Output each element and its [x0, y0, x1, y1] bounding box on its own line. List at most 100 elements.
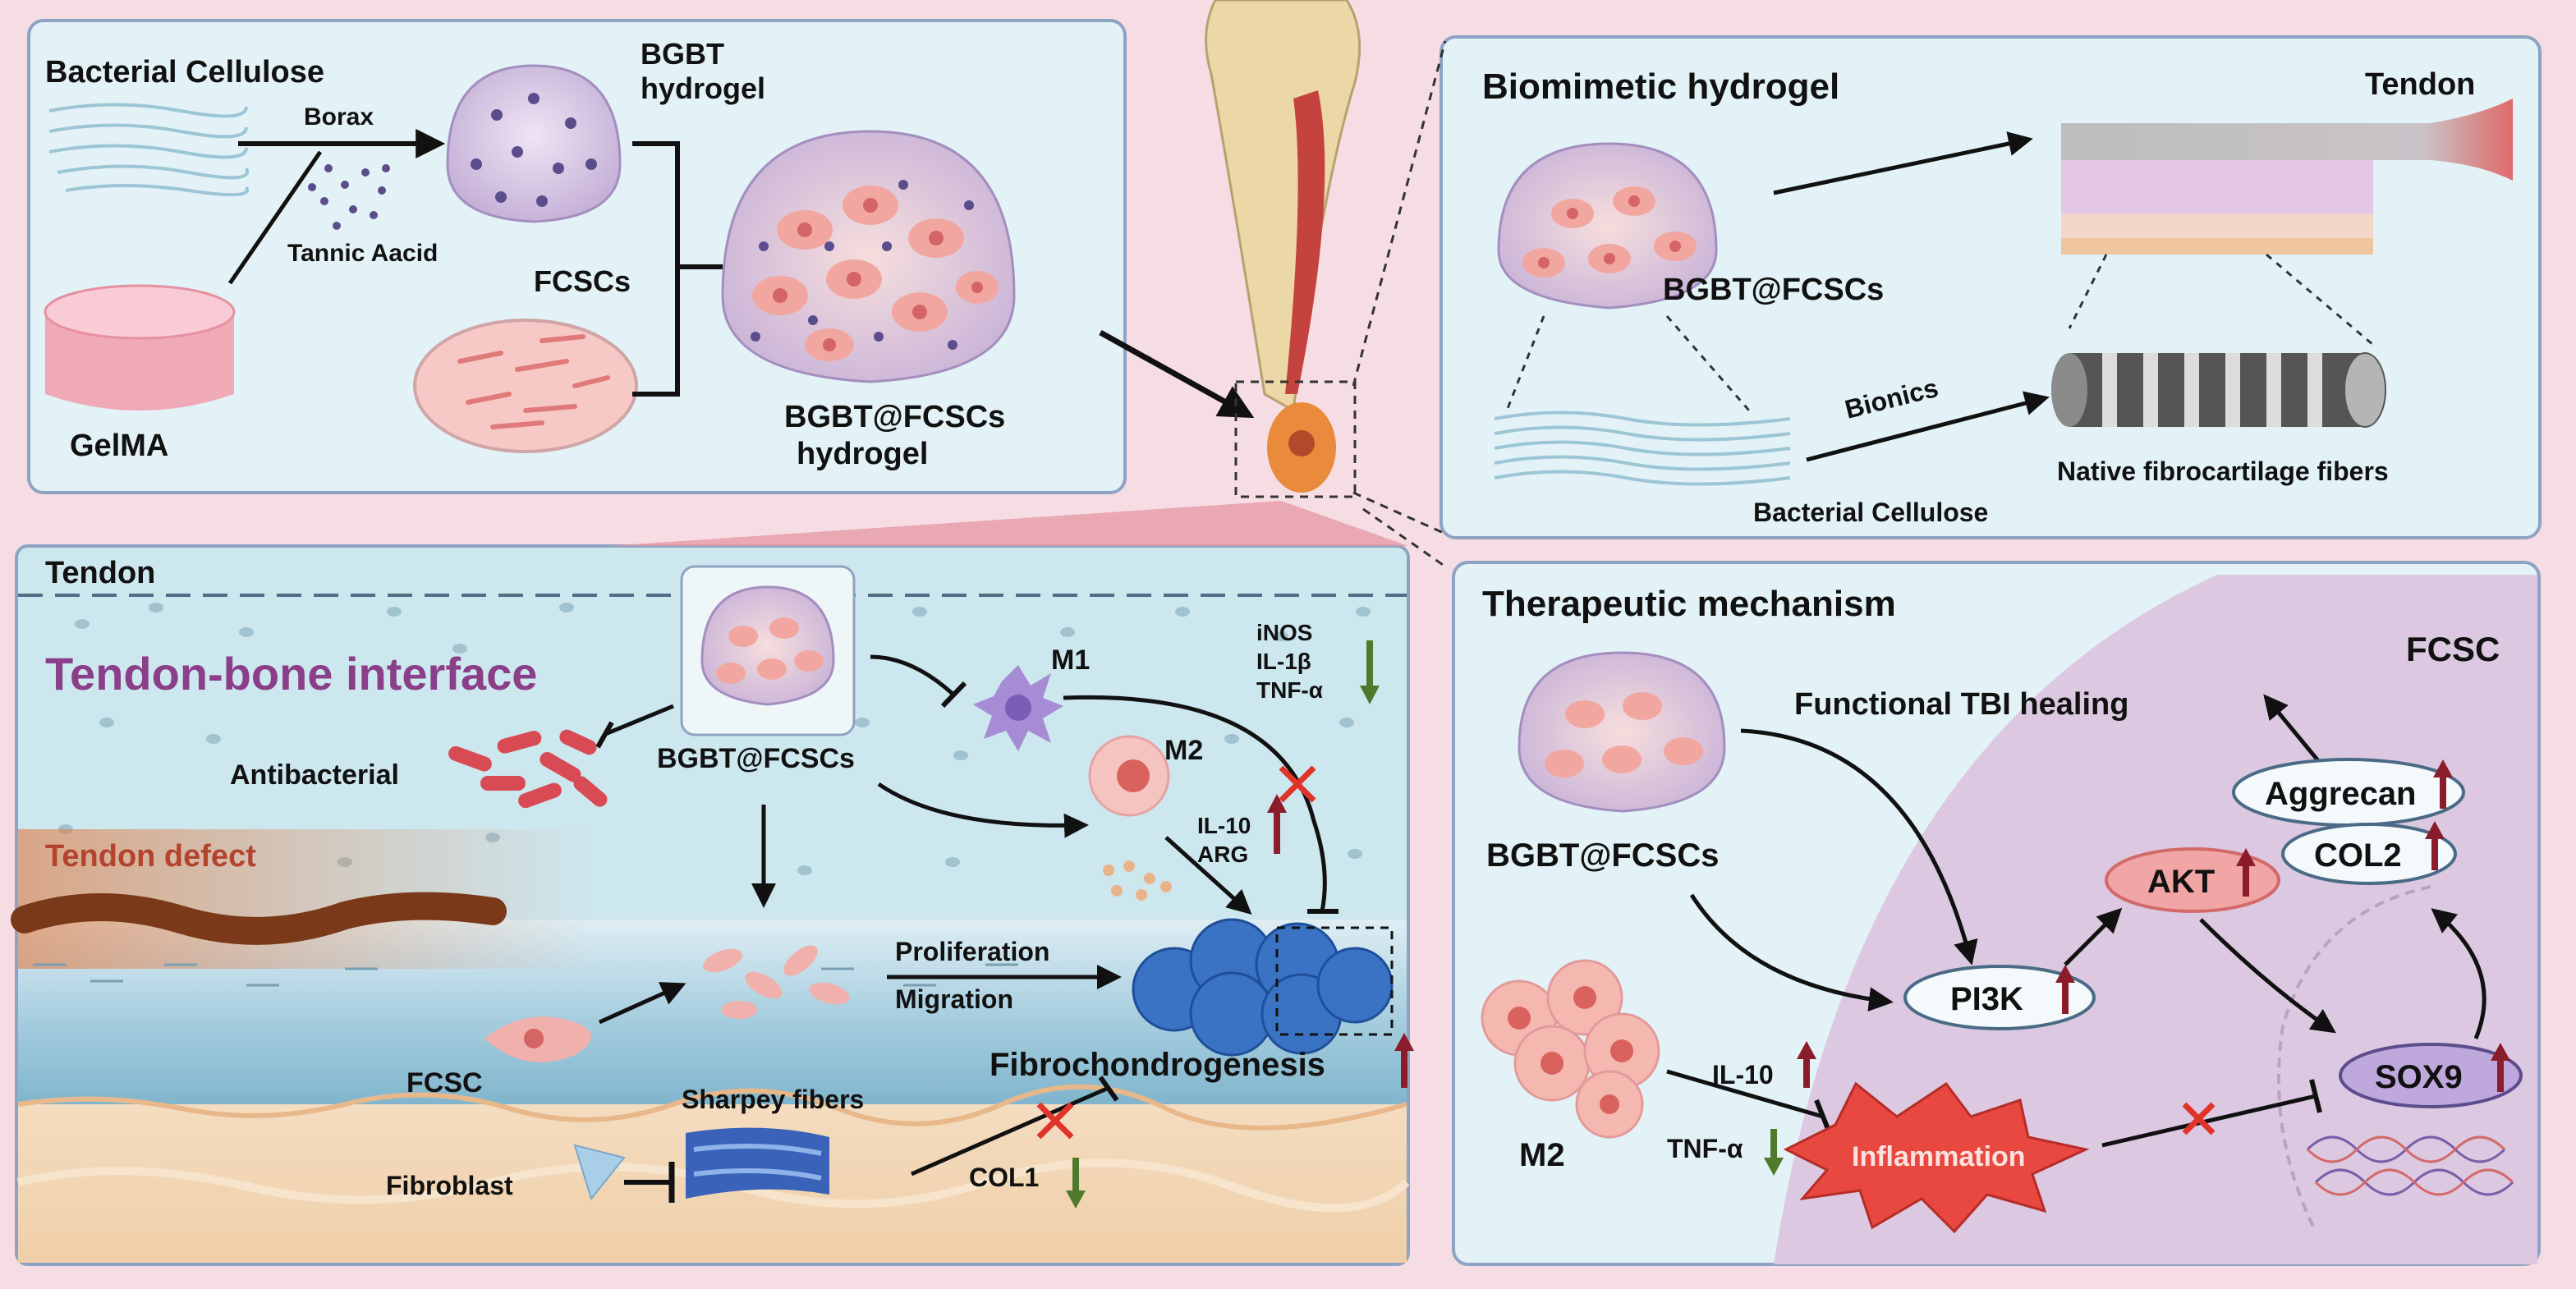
label-m2-mech: M2 — [1519, 1137, 1565, 1173]
fibro-up-arrow-head — [1394, 1033, 1414, 1051]
arrow-to-tendon — [1773, 131, 2033, 195]
hydrogel-box-cells — [716, 617, 824, 684]
zoom-box — [1234, 380, 1357, 498]
cellulose-fibers-illustration — [48, 103, 250, 197]
zoom-line — [2068, 254, 2108, 329]
label-inflammation: Inflammation — [1852, 1141, 2026, 1172]
arrow-to-m2 — [877, 782, 1089, 838]
inhibit-m1-line — [870, 654, 954, 695]
biomimetic-title: Biomimetic hydrogel — [1482, 67, 1839, 107]
fcsc-fragments — [703, 945, 850, 1019]
label-fcsc-right: FCSC — [2406, 630, 2500, 668]
hydrogel-mechanism-cells — [1545, 692, 1703, 778]
inflammation-burst — [1783, 1081, 2090, 1234]
mechanism-title: Therapeutic mechanism — [1482, 584, 1896, 624]
bgbt-fcscs-hydrogel-illustration — [721, 130, 1016, 383]
label-col2: COL2 — [2314, 837, 2402, 874]
label-fibrochondrogenesis: Fibrochondrogenesis — [990, 1047, 1325, 1083]
col1-down-arrow-head — [1066, 1190, 1086, 1209]
fibrocartilage-cluster-illustration — [1132, 918, 1394, 1057]
sox9-up-arrow-head — [2491, 1043, 2510, 1061]
zoom-line — [1352, 40, 1447, 387]
label-tendon-defect: Tendon defect — [45, 839, 256, 874]
m1-down-arrow-head — [1360, 686, 1380, 704]
label-tendon-bottom: Tendon — [45, 556, 155, 590]
label-fcscs: FCSCs — [534, 264, 631, 298]
arrow-to-healing — [2263, 694, 2326, 769]
pi3k-node — [1903, 965, 2096, 1030]
hydrogel-dots — [751, 180, 974, 350]
m2-secretion-dots — [1103, 860, 1172, 901]
col1-x-mark — [1036, 1102, 1074, 1140]
cluster-zoom-box — [1275, 926, 1394, 1036]
hydrogel-small-cells — [1522, 186, 1697, 278]
pi3k-up-arrow-head — [2055, 965, 2075, 983]
arrow-to-knee — [1099, 329, 1255, 419]
fibroblast-illustration — [573, 1144, 626, 1201]
fcscs-dish-illustration — [413, 319, 638, 453]
m1-inhibit-line — [1063, 695, 1327, 912]
inhibit-x-mark — [1279, 765, 1316, 803]
arrow-m2-to-cells — [1164, 836, 1252, 915]
tannic-acid-dots — [308, 164, 390, 230]
col2-up-arrow-head — [2425, 821, 2445, 839]
label-il10-mech: IL-10 — [1712, 1060, 1774, 1089]
fcsc-cell-region — [1774, 575, 2537, 1264]
dna-illustration — [2306, 1135, 2514, 1196]
arrow-hydrogel-pi3k-2 — [1689, 893, 1894, 1012]
label-il1b: IL-1β — [1256, 649, 1311, 674]
bacteria-illustration — [448, 729, 608, 809]
hydrogel-mechanism-illustration — [1518, 651, 1726, 813]
arrow-hydrogel-pi3k — [1740, 728, 1978, 966]
m2-inhibit-inflammation — [1666, 1069, 1824, 1119]
arrow-akt-sox9 — [2199, 918, 2336, 1034]
tendon-layers-illustration — [2061, 99, 2513, 255]
label-result-2: hydrogel — [797, 437, 928, 471]
label-bgbt-fcscs-right: BGBT@FCSCs — [1663, 273, 1884, 307]
label-m1: M1 — [1051, 644, 1090, 676]
m1-macrophage-illustration — [973, 665, 1063, 751]
col1-inhibit-line — [910, 1085, 1110, 1177]
label-native-fibers: Native fibrocartilage fibers — [2057, 456, 2389, 486]
inhibit-m1-bar — [940, 681, 967, 709]
inflammation-inhibit-bar — [2309, 1079, 2322, 1113]
inhibit-bacteria-line — [603, 704, 674, 737]
inflammation-inhibit-sox9 — [2101, 1094, 2317, 1148]
zoom-line — [1352, 491, 1446, 535]
label-inos: iNOS — [1256, 620, 1312, 645]
m2-cluster-illustration — [1481, 959, 1660, 1139]
zoom-line — [1362, 507, 1446, 568]
akt-up-arrow-head — [2236, 848, 2256, 866]
label-fibroblast: Fibroblast — [386, 1171, 513, 1200]
zoom-cone — [608, 501, 1408, 546]
sharpey-fibers-illustration — [686, 1127, 829, 1199]
hydrogel-cells — [752, 186, 999, 361]
tnfa-down-arrow-head — [1764, 1158, 1784, 1176]
label-migration: Migration — [895, 984, 1013, 1014]
label-tannic-acid: Tannic Aacid — [287, 240, 438, 267]
label-tnfa-mech: TNF-α — [1667, 1134, 1743, 1163]
interface-title: Tendon-bone interface — [45, 648, 537, 700]
label-healing: Functional TBI healing — [1794, 687, 2128, 722]
label-proliferation: Proliferation — [895, 937, 1049, 966]
label-il10: IL-10 — [1197, 813, 1251, 838]
bgbt-hydrogel-illustration — [446, 64, 622, 223]
arrow-bionics — [1806, 391, 2050, 462]
arrow-fcsc-up — [598, 982, 686, 1025]
m2-macrophage-illustration — [1088, 735, 1170, 817]
tendon-defect-illustration — [11, 892, 507, 945]
label-sox9: SOX9 — [2375, 1059, 2463, 1095]
inhibit-bar — [595, 721, 614, 749]
arrow-pi3k-akt — [2064, 907, 2123, 966]
tendon-muscle-illustration — [1205, 0, 1361, 493]
gelma-cylinder — [44, 284, 236, 411]
m2-up-arrow-head — [1267, 794, 1287, 813]
sox9-x-mark — [2182, 1102, 2216, 1135]
akt-node — [2105, 847, 2280, 913]
arrow-sox9-col2 — [2431, 908, 2486, 1039]
label-sharpey: Sharpey fibers — [682, 1085, 864, 1114]
nucleus-boundary — [2277, 885, 2431, 1232]
il10-up-arrow-head — [1797, 1041, 1816, 1059]
zoom-line — [2266, 253, 2374, 346]
cellulose-patch-illustration — [1494, 411, 1791, 486]
